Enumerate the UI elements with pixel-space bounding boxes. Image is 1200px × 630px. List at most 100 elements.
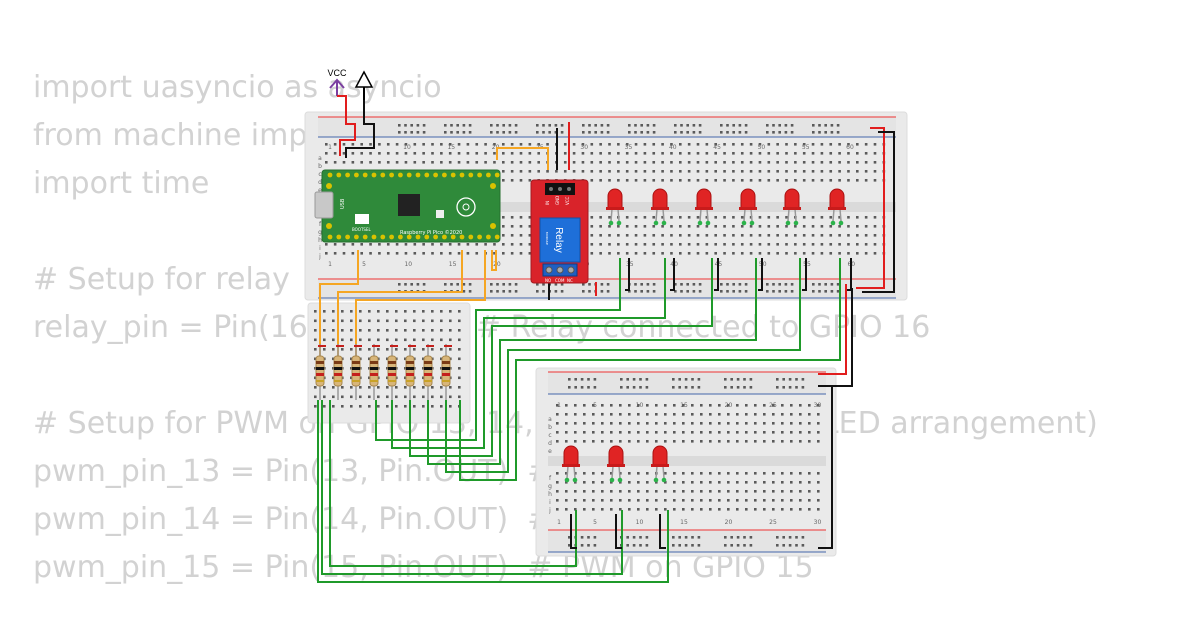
svg-text:NC: NC [567, 278, 573, 283]
svg-text:5: 5 [593, 519, 597, 526]
svg-text:10: 10 [404, 261, 412, 268]
svg-text:35: 35 [625, 144, 633, 151]
breadboard-lower-holes [556, 378, 820, 547]
svg-text:30: 30 [580, 144, 588, 151]
svg-text:25: 25 [769, 402, 777, 409]
svg-text:a: a [318, 155, 322, 162]
relay-output-wires[interactable] [548, 282, 597, 300]
resistor[interactable] [333, 344, 344, 400]
svg-text:j: j [548, 507, 551, 514]
svg-text:h: h [318, 237, 322, 244]
raspberry-pi-pico[interactable]: USB BOOTSEL Raspberry Pi Pico ©2020 [314, 169, 501, 243]
resistor[interactable] [441, 344, 452, 400]
svg-text:1: 1 [557, 402, 561, 409]
svg-text:5: 5 [362, 261, 366, 268]
svg-text:45: 45 [713, 144, 721, 151]
led[interactable] [828, 188, 846, 226]
svg-text:15: 15 [447, 144, 455, 151]
svg-text:f: f [549, 475, 552, 482]
relay-signal-wire[interactable] [496, 147, 549, 170]
led[interactable] [739, 188, 757, 226]
resistor[interactable] [315, 344, 326, 400]
svg-text:g: g [318, 229, 322, 236]
power-wires[interactable] [337, 95, 895, 549]
svg-text:30: 30 [814, 519, 822, 526]
pico-to-resistor-wires[interactable] [319, 250, 497, 360]
relay-module[interactable]: IN GND VCC Relay MODULE NO COM NC [530, 179, 589, 284]
svg-text:b: b [548, 424, 552, 431]
raspberry-logo-icon [456, 197, 476, 217]
svg-text:10: 10 [636, 519, 644, 526]
svg-text:15: 15 [680, 402, 688, 409]
svg-text:50: 50 [758, 144, 766, 151]
relay-label: Relay [553, 227, 564, 253]
svg-text:40: 40 [669, 144, 677, 151]
led[interactable] [651, 445, 669, 483]
resistor[interactable] [351, 344, 362, 400]
svg-text:1: 1 [557, 519, 561, 526]
svg-text:c: c [548, 432, 551, 439]
led[interactable] [606, 188, 624, 226]
led[interactable] [783, 188, 801, 226]
led-ground-jumpers[interactable] [570, 258, 852, 549]
led-row-main[interactable] [606, 188, 846, 226]
led[interactable] [695, 188, 713, 226]
svg-text:1: 1 [328, 144, 332, 151]
usb-port [314, 191, 334, 219]
code-line-5: # Setup for relay [33, 262, 290, 297]
svg-text:20: 20 [492, 144, 500, 151]
svg-text:GND: GND [555, 196, 560, 205]
svg-text:d: d [318, 179, 322, 186]
svg-text:IN: IN [545, 201, 550, 205]
svg-text:f: f [319, 221, 322, 228]
resistor-array[interactable] [315, 344, 452, 400]
svg-text:COM: COM [555, 278, 565, 283]
led-row-lower[interactable] [562, 445, 669, 483]
svg-text:15: 15 [449, 261, 457, 268]
vcc-symbol: VCC [327, 68, 347, 96]
svg-text:10: 10 [403, 144, 411, 151]
bootsel-label: BOOTSEL [352, 227, 371, 232]
svg-text:NO: NO [545, 278, 551, 283]
svg-text:30: 30 [814, 402, 822, 409]
led[interactable] [562, 445, 580, 483]
led-signal-wires[interactable] [317, 258, 841, 583]
pico-board-text: Raspberry Pi Pico ©2020 [400, 229, 462, 236]
svg-text:e: e [548, 448, 552, 455]
pico-pin-pads [326, 172, 500, 240]
bootsel-button [355, 214, 369, 224]
svg-text:20: 20 [725, 402, 733, 409]
svg-text:b: b [318, 163, 322, 170]
ground-symbol [354, 70, 374, 100]
svg-text:20: 20 [725, 519, 733, 526]
svg-text:25: 25 [769, 519, 777, 526]
svg-text:5: 5 [593, 402, 597, 409]
vcc-label: VCC [327, 68, 347, 78]
rp2040-chip [398, 194, 420, 216]
svg-text:h: h [548, 491, 552, 498]
relay-coil [539, 217, 581, 263]
svg-text:MODULE: MODULE [545, 232, 549, 245]
svg-text:15: 15 [680, 519, 688, 526]
code-line-11: pwm_pin_15 = Pin(15, Pin.OUT) # PWM on G… [33, 550, 814, 585]
svg-text:g: g [548, 483, 552, 490]
svg-text:55: 55 [803, 261, 811, 268]
svg-text:c: c [318, 171, 321, 178]
code-line-3: import time [33, 166, 210, 201]
led[interactable] [607, 445, 625, 483]
resistor[interactable] [423, 344, 434, 400]
svg-text:10: 10 [636, 402, 644, 409]
resistor[interactable] [369, 344, 380, 400]
svg-text:e: e [318, 187, 322, 194]
usb-label: USB [340, 198, 346, 209]
svg-text:60: 60 [846, 144, 854, 151]
svg-text:j: j [318, 253, 321, 260]
resistor[interactable] [387, 344, 398, 400]
svg-text:55: 55 [802, 144, 810, 151]
resistor[interactable] [405, 344, 416, 400]
led[interactable] [651, 188, 669, 226]
